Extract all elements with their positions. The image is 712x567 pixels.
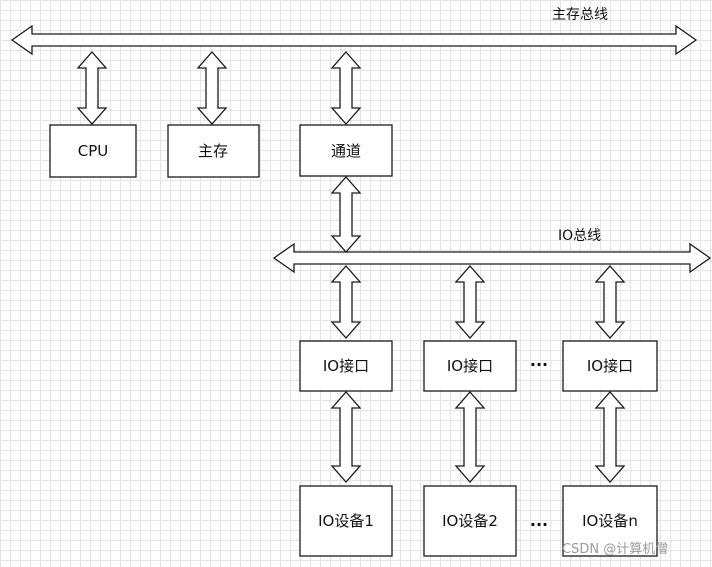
io-interface-1-box <box>299 340 393 392</box>
io-device-3-box <box>562 485 658 557</box>
io-device-2-connector-arrow <box>454 391 486 483</box>
io-interface-2-box <box>423 340 517 392</box>
channel-io-bus-connector-arrow <box>330 176 362 253</box>
io-device-2-label: IO设备2 <box>442 512 498 530</box>
io-device-1-connector-arrow <box>330 391 362 483</box>
interface-ellipsis: ... <box>530 351 548 370</box>
io-interface-2-label: IO接口 <box>447 357 493 375</box>
io-device-1-label: IO设备1 <box>318 512 374 530</box>
main-memory-bus-arrow <box>10 24 698 56</box>
channel-label: 通道 <box>331 142 361 160</box>
io-interface-3-label: IO接口 <box>587 357 633 375</box>
io-bus-label: IO总线 <box>558 228 601 244</box>
io-device-2-box <box>423 485 517 557</box>
io-interface-3-box <box>562 340 658 392</box>
device-ellipsis: ... <box>530 511 548 530</box>
main-memory-box <box>167 124 260 178</box>
io-device-3-label: IO设备n <box>582 512 638 530</box>
io-interface-1-label: IO接口 <box>323 357 369 375</box>
channel-bus-connector-arrow <box>330 51 362 125</box>
memory-bus-connector-arrow <box>196 51 228 125</box>
io-interface-3-bus-arrow <box>594 265 626 339</box>
io-interface-2-bus-arrow <box>454 265 486 339</box>
io-bus-arrow <box>272 242 712 274</box>
channel-box <box>299 124 393 177</box>
main-memory-label: 主存 <box>198 142 228 160</box>
io-device-3-connector-arrow <box>594 391 626 483</box>
io-interface-1-bus-arrow <box>330 265 362 339</box>
io-device-1-box <box>299 485 393 557</box>
main-memory-bus-label: 主存总线 <box>552 7 608 23</box>
cpu-bus-connector-arrow <box>76 51 108 125</box>
cpu-box <box>49 124 137 178</box>
watermark: CSDN @计算机僧 <box>562 542 668 557</box>
cpu-label: CPU <box>78 142 109 160</box>
